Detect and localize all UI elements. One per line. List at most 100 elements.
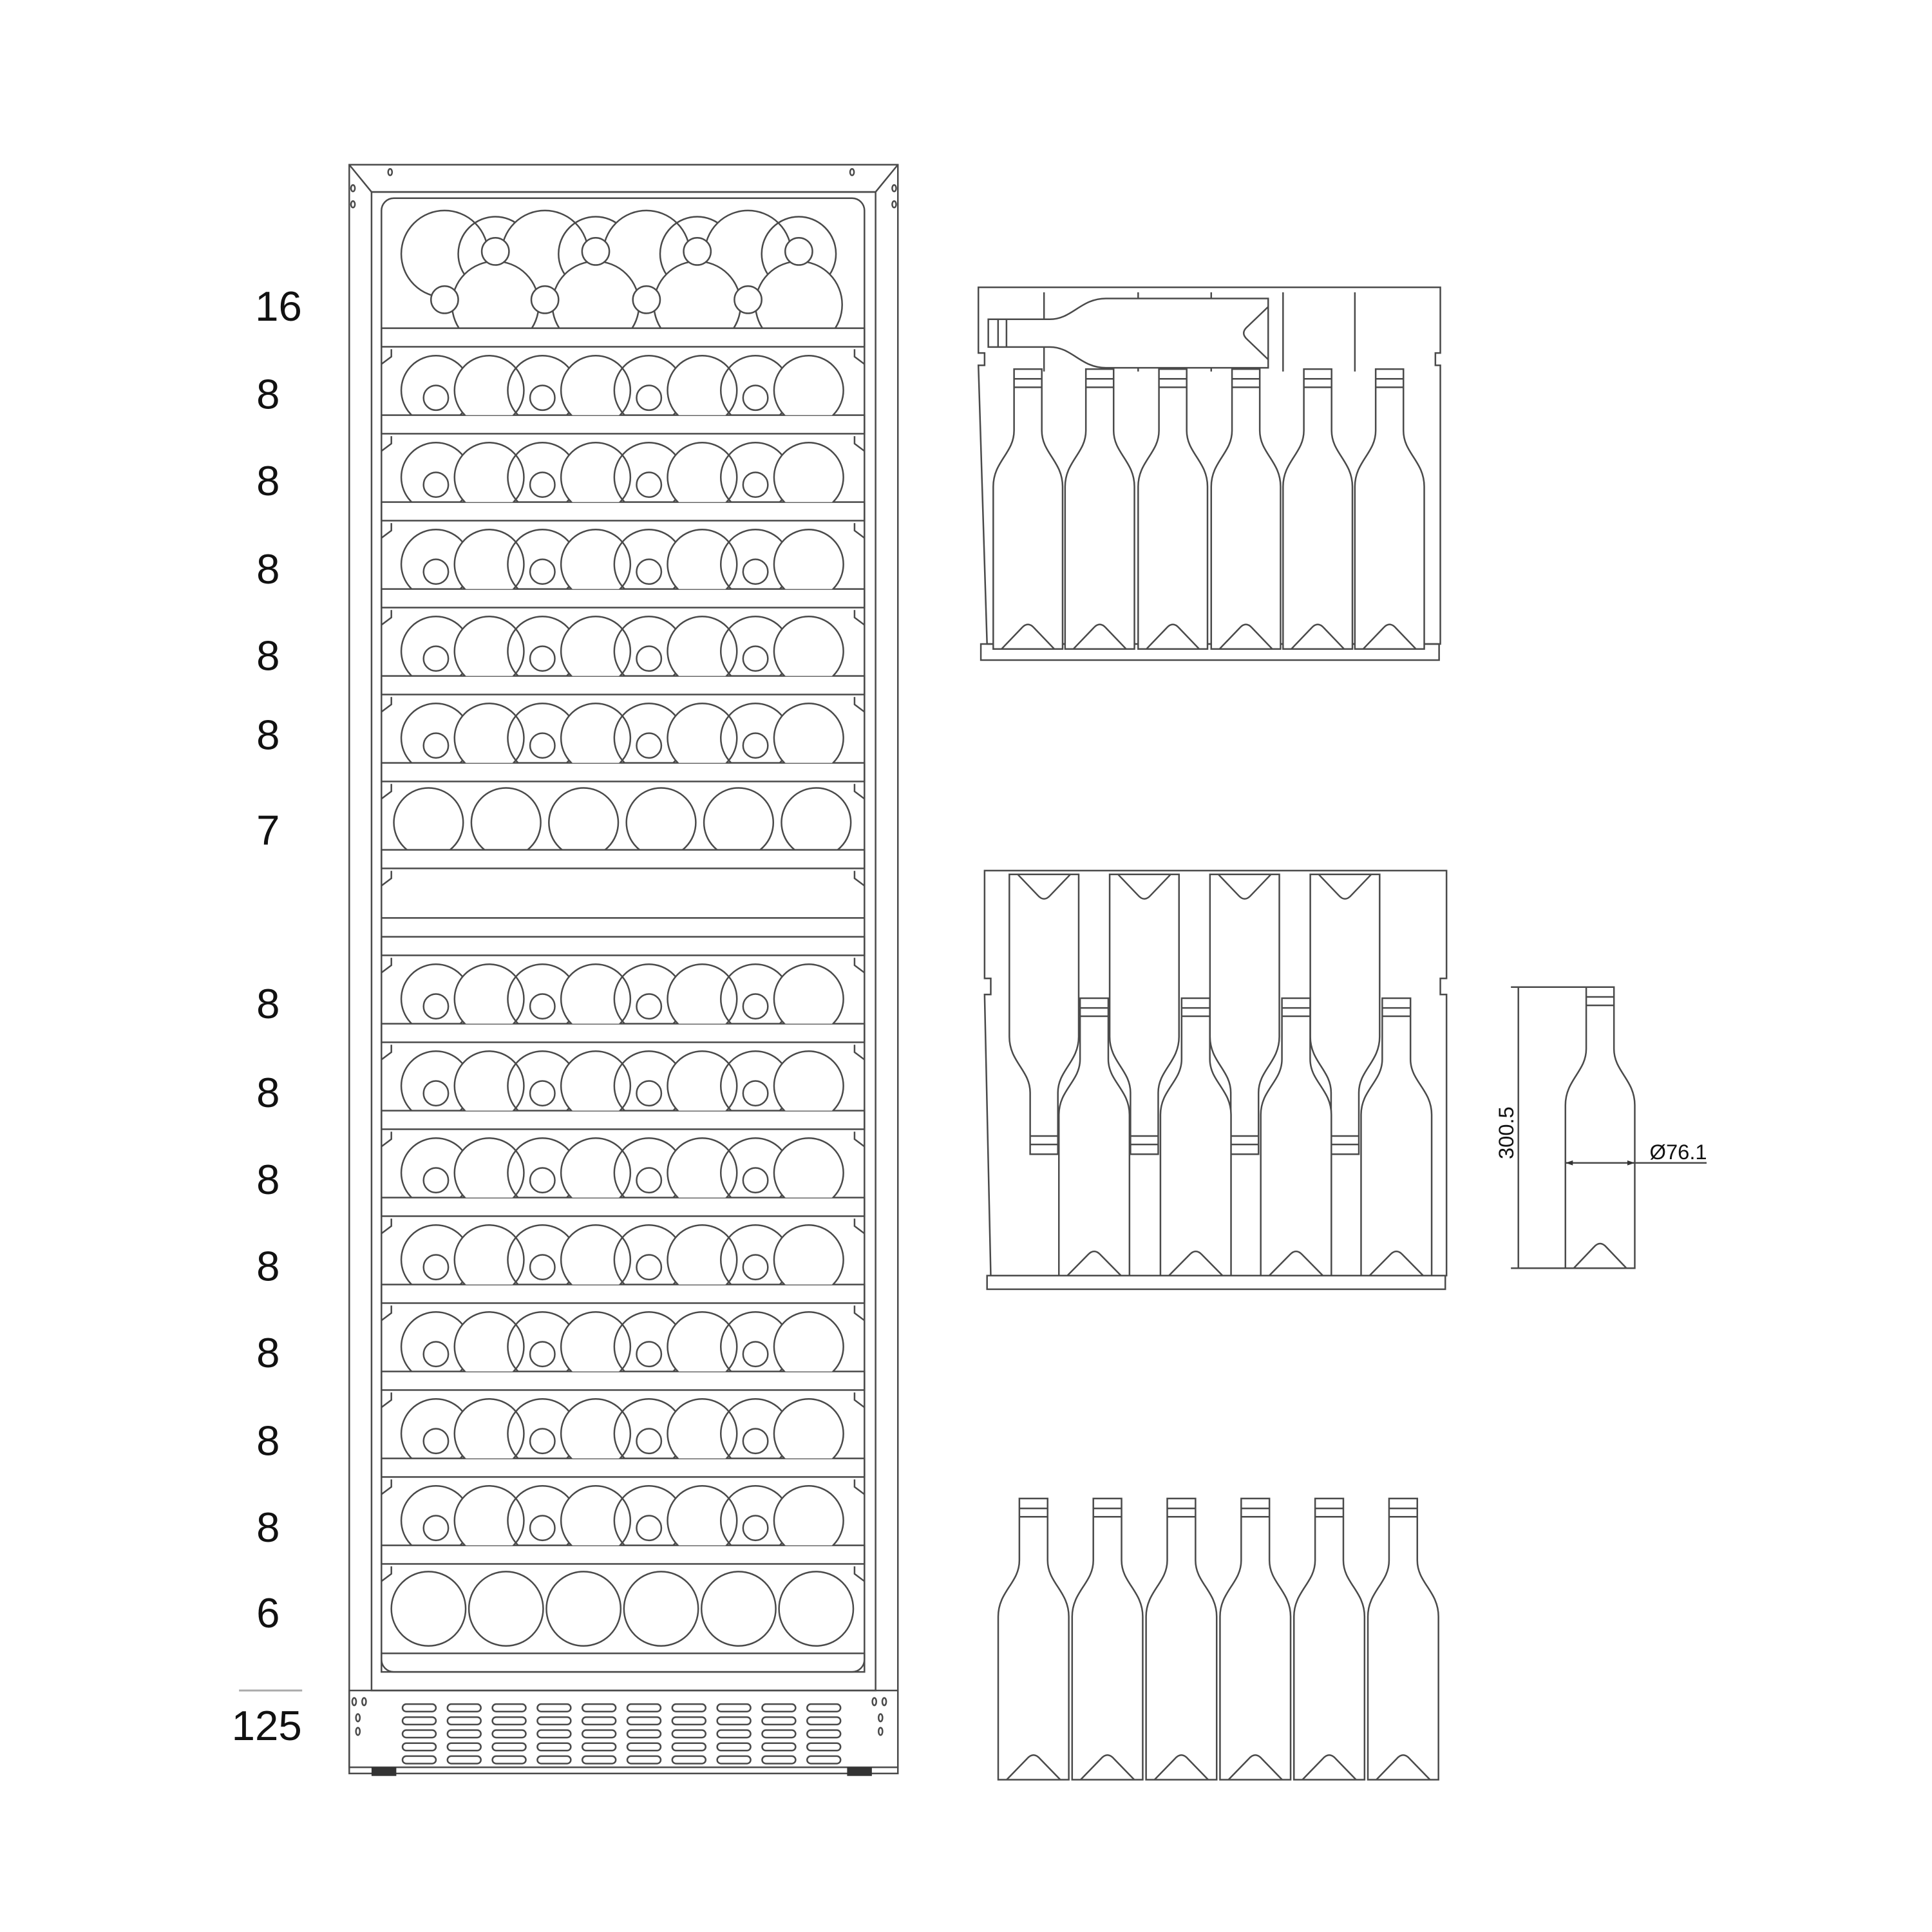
shelf-bracket [381,697,392,713]
shelf-bracket [853,1479,865,1495]
shelf-rail [381,1197,866,1217]
bottle-base-circle [560,355,632,415]
bottle-base-circle [453,1485,525,1546]
bottle-punt [1573,1242,1627,1269]
wine-bottle [1064,368,1135,650]
shelf-row [381,523,865,589]
shelf-capacity-label: 16 [255,283,302,330]
top-display-shelf [400,209,843,328]
bottle-base-circle [773,1311,844,1372]
bottle-neck-circle [422,1167,450,1194]
bottle-outline [1009,873,1080,1155]
shelf-bracket [853,349,865,365]
bottle-neck-circle [683,236,712,266]
bottle-base-circle [453,1311,525,1372]
shelf-capacity-label: 8 [256,545,279,592]
bottle-outline [1564,986,1636,1269]
bottle-base-circle [773,616,844,676]
vent-slot [761,1716,797,1726]
bottle-base-circle [453,1050,525,1111]
screw-hole [361,1697,367,1707]
shelf-row [381,1305,865,1372]
shelf-rail [381,1544,866,1565]
shelf-row [381,871,865,919]
bottle-punt [1168,1250,1224,1276]
bottle-neck-circle [422,1341,450,1368]
shelf-bracket [381,1218,392,1235]
bottle-base-circle [625,787,697,850]
bottle-neck-circle [742,1167,769,1194]
bottle-neck-circle [422,1254,450,1281]
bottle-base-circle [453,616,525,676]
bottle-neck-circle [636,1515,663,1542]
shelf-bracket [853,1045,865,1061]
shelf-bracket [853,871,865,887]
screw-hole [877,1713,884,1723]
bottle-neck-circle [529,1515,556,1542]
bottle-outline [1145,1497,1218,1781]
bottle-base-circle [560,1485,632,1546]
bottle-neck-circle [742,558,769,585]
shelf-capacity-label: 8 [256,1329,279,1376]
wine-bottle [1108,873,1180,1155]
bottle-base-circle [453,442,525,502]
bottle-outline [1064,368,1135,650]
bottle-neck-circle [742,993,769,1020]
bottle-punt [1218,623,1273,650]
screw-hole [849,168,855,176]
vent-slot [626,1716,662,1726]
bottle-punt [1066,1250,1122,1276]
vent-slot [536,1755,572,1765]
shelf-capacity-label: 8 [256,632,279,679]
wine-bottle [1145,1497,1218,1781]
bottle-neck-circle [742,1254,769,1281]
shelf-rail [381,1023,866,1043]
dimension-arrowheads [1565,1160,1635,1166]
shelf-bracket [381,784,392,800]
bottle-outline [1360,997,1433,1277]
vent-slot [761,1755,797,1765]
wine-bottle [1293,1497,1366,1781]
bottle-punt [1117,873,1171,900]
vent-slot [491,1729,527,1739]
shelf-bracket [853,697,865,713]
bottle-neck-circle [530,285,560,314]
wine-bottle [1354,368,1425,650]
vent-slot [581,1755,617,1765]
bottle-neck-circle [422,732,450,759]
bottle-neck-circle [742,1515,769,1542]
shelf-bracket [381,1305,392,1321]
wine-bottle [1159,997,1232,1277]
vent-slot [536,1703,572,1712]
bottle-neck-circle [529,1428,556,1455]
bottle-neck-circle [636,732,663,759]
bottle-neck-circle [529,471,556,498]
bottle-neck-circle [636,993,663,1020]
shelf-capacity-label: 8 [256,711,279,758]
wine-bottle [1210,368,1282,650]
shelf-row [381,1566,865,1647]
shelf-rail [381,1370,866,1391]
bottle-neck-circle [529,1167,556,1194]
bottle-outline [1293,1497,1366,1781]
shelf-rail [381,675,866,696]
vent-slot [671,1742,707,1752]
shelf-capacity-label: 8 [256,457,279,504]
bottle-neck-circle [742,1341,769,1368]
bottle-base-circle [700,1571,777,1647]
bottle-base-circle [551,260,640,328]
shelf-rail [381,849,866,869]
bottle-base-circle [667,1398,738,1459]
bottle-outline [992,368,1064,650]
bottle-punt [1368,1250,1424,1276]
base-grille-panel [348,1689,899,1768]
bottle-outline [1071,1497,1144,1781]
bottle-outline [1209,873,1280,1155]
shelf-bracket [381,1045,392,1061]
vent-slot [806,1703,842,1712]
shelf-bracket [381,1132,392,1148]
wine-bottle [1282,368,1354,650]
shelf-bracket [381,436,392,452]
bottle-base-circle [451,260,540,328]
